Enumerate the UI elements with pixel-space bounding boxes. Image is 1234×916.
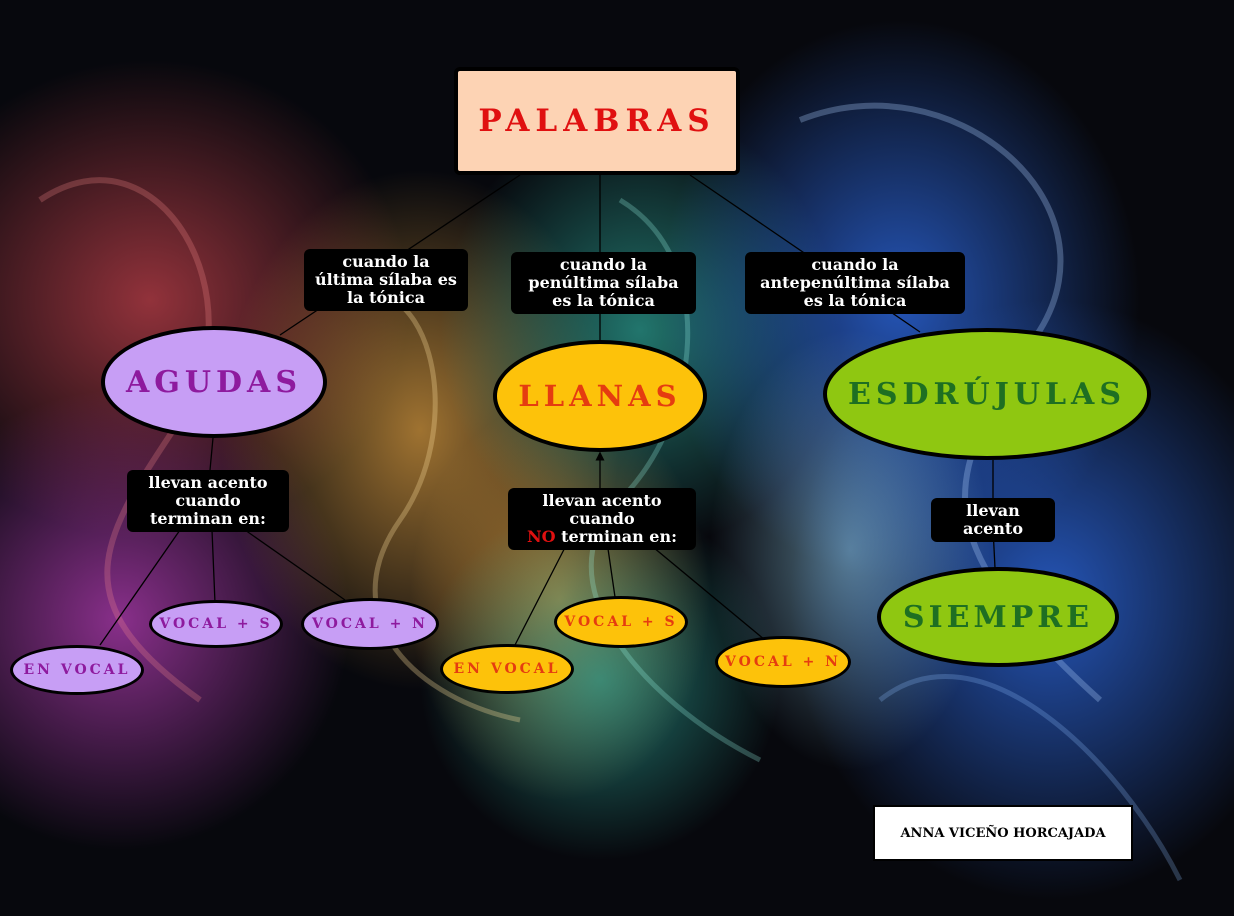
- connector-label-agudas: cuando la última sílaba es la tónica: [304, 249, 468, 311]
- node-agudas: AGUDAS: [101, 326, 327, 438]
- ending-agudas-vocal-s: VOCAL + S: [149, 600, 283, 648]
- rule-label-llanas: llevan acento cuando NO terminan en:: [508, 488, 696, 550]
- rule-label-agudas: llevan acento cuando terminan en:: [127, 470, 289, 532]
- connector-label-esdrujulas: cuando la antepenúltima sílaba es la tón…: [745, 252, 965, 314]
- node-siempre: SIEMPRE: [877, 567, 1119, 667]
- node-esdrujulas: ESDRÚJULAS: [823, 328, 1151, 460]
- root-node-palabras: PALABRAS: [454, 67, 740, 175]
- root-label: PALABRAS: [478, 103, 715, 139]
- ending-llanas-vocal-s: VOCAL + S: [554, 596, 688, 648]
- rule-no-word: NO: [527, 527, 556, 546]
- connector-label-llanas: cuando la penúltima sílaba es la tónica: [511, 252, 696, 314]
- node-llanas: LLANAS: [493, 340, 707, 452]
- ending-agudas-vocal-n: VOCAL + N: [301, 598, 439, 650]
- author-box: ANNA VICEÑO HORCAJADA: [873, 805, 1133, 861]
- ending-llanas-en-vocal: EN VOCAL: [440, 644, 574, 694]
- rule-label-esdrujulas: llevan acento: [931, 498, 1055, 542]
- ending-agudas-en-vocal: EN VOCAL: [10, 645, 144, 695]
- ending-llanas-vocal-n: VOCAL + N: [715, 636, 851, 688]
